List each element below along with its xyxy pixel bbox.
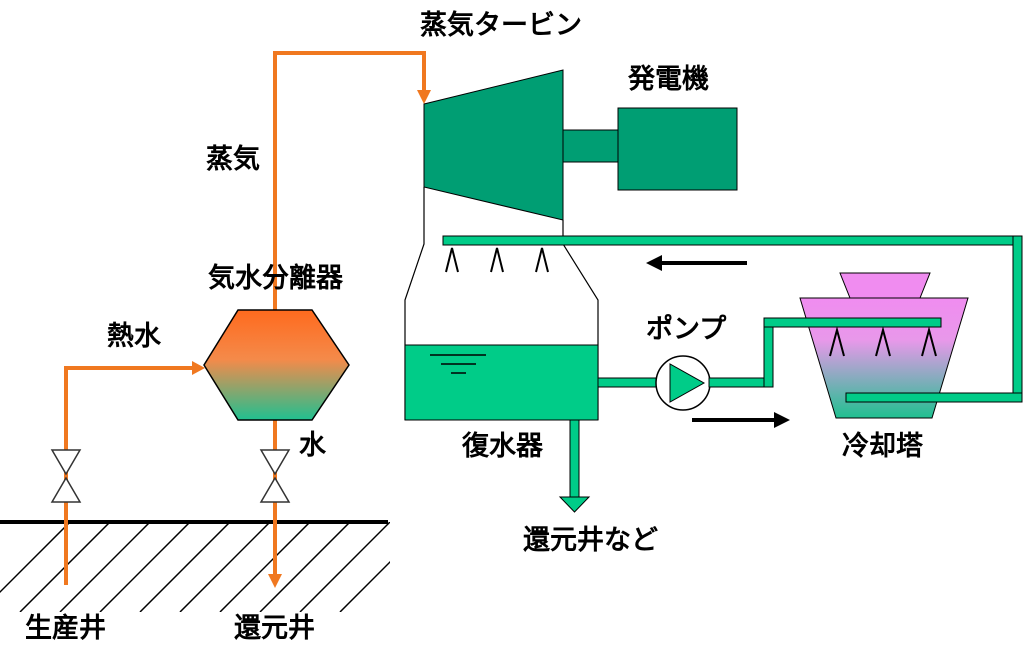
label-steam-turbine: 蒸気タービン bbox=[420, 10, 582, 41]
label-pump: ポンプ bbox=[646, 314, 727, 345]
condenser-to-pump-pipe bbox=[597, 377, 657, 388]
tower-outlet-pipe bbox=[845, 392, 1023, 403]
label-separator: 気水分離器 bbox=[208, 263, 343, 294]
generator bbox=[617, 107, 738, 191]
reinjection-arrowhead bbox=[268, 574, 282, 588]
pump bbox=[655, 355, 711, 411]
label-cooling-tower: 冷却塔 bbox=[842, 431, 923, 462]
turbine-shaft bbox=[562, 129, 620, 163]
flow-arrow-right bbox=[692, 412, 790, 428]
steam-turbine bbox=[423, 69, 564, 221]
label-generator: 発電機 bbox=[628, 64, 709, 95]
label-water: 水 bbox=[299, 430, 326, 461]
condenser-sprays bbox=[445, 247, 549, 273]
cooling-tower bbox=[799, 272, 969, 419]
condenser bbox=[404, 187, 599, 421]
tower-sprays bbox=[829, 326, 937, 357]
label-reinjection-well: 還元井 bbox=[234, 613, 315, 644]
condenser-water bbox=[404, 344, 599, 421]
hot-water-pipe bbox=[64, 366, 196, 585]
condenser-drain bbox=[558, 419, 591, 513]
valve-reinjection bbox=[259, 449, 291, 503]
steam-arrowhead bbox=[417, 90, 431, 104]
label-production-well: 生産井 bbox=[25, 613, 106, 644]
tower-spray-header bbox=[763, 317, 942, 328]
label-steam: 蒸気 bbox=[206, 144, 260, 175]
steam-pipe bbox=[273, 51, 426, 310]
flow-arrow-left bbox=[646, 255, 747, 271]
hot-water-arrowhead bbox=[192, 361, 205, 375]
valve-production bbox=[50, 449, 82, 503]
label-condenser: 復水器 bbox=[462, 431, 543, 462]
label-reinjection-etc: 還元井など bbox=[523, 525, 658, 556]
steam-water-separator bbox=[203, 309, 350, 421]
label-hot-water: 熱水 bbox=[107, 321, 161, 352]
